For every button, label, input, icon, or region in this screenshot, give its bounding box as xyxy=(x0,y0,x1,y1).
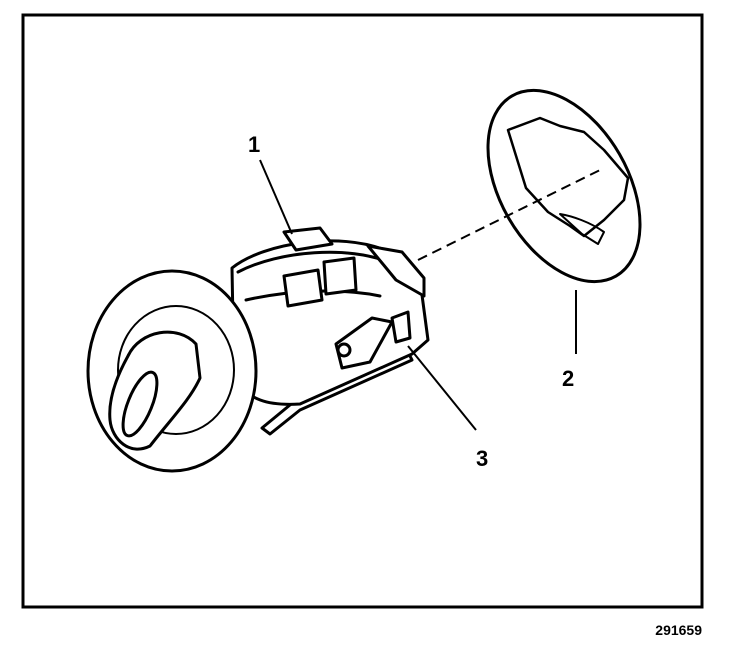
housing-rear-shoulder xyxy=(366,244,426,298)
front-bezel-inner xyxy=(117,305,235,435)
cap-inner-notch xyxy=(559,213,605,245)
key-hole xyxy=(121,370,159,438)
leader-line-3 xyxy=(407,345,477,431)
housing-slot-right xyxy=(322,256,358,296)
figure-frame xyxy=(21,13,704,609)
housing-top-rim xyxy=(236,250,390,274)
alignment-line xyxy=(417,169,601,261)
callout-2-label: 2 xyxy=(562,366,574,391)
callout-1-label: 1 xyxy=(248,132,260,157)
lock-cylinder-assembly xyxy=(86,226,430,473)
figure-id: 291659 xyxy=(655,622,702,638)
lock-bar-tab xyxy=(390,310,412,344)
lock-bar-pivot xyxy=(336,342,352,358)
lock-bar xyxy=(334,316,394,370)
housing-top-tab xyxy=(282,226,334,252)
callout-3-label: 3 xyxy=(476,446,488,471)
cap-cutout xyxy=(506,116,630,238)
housing-slot-left xyxy=(282,268,324,308)
housing-cap-disc xyxy=(486,88,642,284)
leader-line-1 xyxy=(259,159,293,235)
